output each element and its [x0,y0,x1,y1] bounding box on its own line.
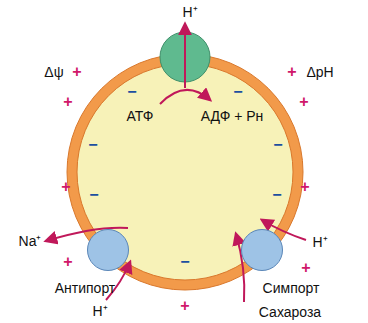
charge-sign: − [127,84,136,100]
charge-sign: + [300,179,309,195]
transporter-circle: Симпорт [241,229,283,271]
charge-sign: − [88,137,97,153]
transporter-label: Антипорт [55,281,116,295]
charge-sign: + [301,260,310,276]
charge-sign: − [273,137,282,153]
charge-sign: + [287,64,296,80]
text-label: H⁺ [312,235,327,249]
ion-label: H⁺ [182,5,197,19]
charge-sign: + [72,64,81,80]
text-label: АТФ [127,109,154,123]
charge-sign: + [299,94,308,110]
charge-sign: − [180,254,189,270]
charge-sign: + [61,179,70,195]
text-label: Na⁺ [19,234,42,248]
text-label: АДФ + Pн [201,109,264,123]
charge-sign: − [272,187,281,203]
charge-sign: + [63,254,72,270]
transporter-circle: Антипорт [87,229,129,271]
transporter-label: Симпорт [263,281,320,295]
charge-sign: + [63,94,72,110]
charge-sign: + [180,298,189,314]
charge-sign: − [89,187,98,203]
text-label: H⁺ [92,304,107,318]
text-label: Δψ [44,65,63,79]
charge-sign: − [233,84,242,100]
text-label: Сахароза [259,305,321,319]
text-label: ΔpH [306,65,333,79]
